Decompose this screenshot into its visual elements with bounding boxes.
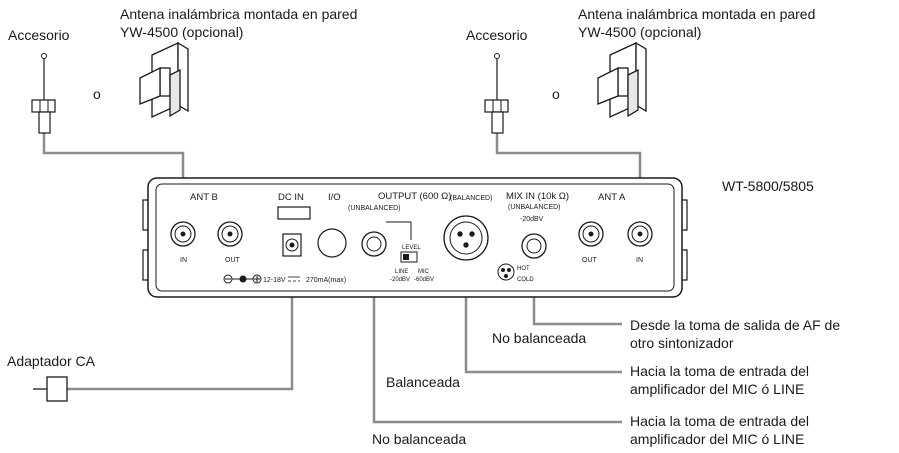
ant-a-out-jack xyxy=(578,221,604,247)
dc-current-label: 270mA(max) xyxy=(306,277,346,284)
ant-b-in-jack xyxy=(170,221,196,247)
unbalanced-left-label: (UNBALANCED) xyxy=(348,205,401,212)
wall-antenna-label-right-2: YW-4500 (opcional) xyxy=(578,24,701,40)
xlr-pinout-icon xyxy=(497,263,515,281)
accessory-label-right: Accesorio xyxy=(466,27,528,43)
mic-level-label: -60dBV xyxy=(414,277,434,283)
ac-adapter-icon xyxy=(33,376,68,402)
or-label-left: o xyxy=(93,86,101,102)
wall-antenna-label-left-1: Antena inalámbrica montada en pared xyxy=(120,6,357,22)
line-level-label: -20dBV xyxy=(390,277,410,283)
io-label: I/O xyxy=(328,192,341,203)
balanced-xlr-jack xyxy=(443,215,489,261)
mix-level-label: -20dBV xyxy=(520,216,544,223)
desde-label-1: Desde la toma de salida de AF de xyxy=(630,317,840,333)
accessory-label-left: Accesorio xyxy=(8,27,70,43)
in-a-label: IN xyxy=(636,257,643,264)
hacia1-label-2: amplificador del MIC ó LINE xyxy=(630,381,804,397)
ant-b-label: ANT B xyxy=(190,192,218,203)
mix-in-jack xyxy=(521,233,547,259)
dc-symbol-icon xyxy=(288,276,300,282)
ac-adapter-label: Adaptador CA xyxy=(7,353,96,369)
unbalanced-right-label: (UNBALANCED) xyxy=(508,204,561,211)
unbalanced-output-cable xyxy=(372,255,622,424)
desde-label-2: otro sintonizador xyxy=(630,335,734,351)
hot-label: HOT xyxy=(517,266,530,272)
line-label: LINE xyxy=(395,269,408,275)
out-b-label: OUT xyxy=(225,257,241,264)
ant-a-in-jack xyxy=(627,221,653,247)
dc-in-jack xyxy=(282,233,302,257)
panel-labels: ANT B DC IN I/O OUTPUT (600 Ω) (UNBALANC… xyxy=(180,191,643,264)
wall-antenna-right-icon xyxy=(597,41,647,119)
dc-in-label: DC IN xyxy=(278,192,304,203)
dc-in-slot xyxy=(277,206,311,220)
wall-antenna-label-left-2: YW-4500 (opcional) xyxy=(120,24,243,40)
balanced-label: (BALANCED) xyxy=(450,195,492,202)
hacia1-label-1: Hacia la toma de entrada del xyxy=(630,363,809,379)
unbalanced-output-jack xyxy=(361,231,387,257)
accessory-antenna-left xyxy=(31,53,56,134)
cold-label: COLD xyxy=(517,277,534,283)
in-b-label: IN xyxy=(180,257,187,264)
accessory-antenna-right xyxy=(484,53,509,134)
mic-label: MIC xyxy=(418,269,430,275)
hacia2-label-2: amplificador del MIC ó LINE xyxy=(630,431,804,447)
out-a-label: OUT xyxy=(582,257,598,264)
balanceada-label: Balanceada xyxy=(386,374,460,390)
dc-spec-label: 12-18V xyxy=(263,277,286,284)
mix-in-label: MIX IN (10k Ω) xyxy=(506,191,569,202)
level-switch xyxy=(386,221,418,263)
no-balanceada-bottom-label: No balanceada xyxy=(372,431,466,447)
dc-polarity-icon xyxy=(223,274,262,284)
ant-a-label: ANT A xyxy=(598,192,626,203)
level-label: LEVEL xyxy=(402,245,421,251)
hacia2-label-1: Hacia la toma de entrada del xyxy=(630,413,809,429)
ant-b-out-jack xyxy=(217,221,243,247)
wall-antenna-label-right-1: Antena inalámbrica montada en pared xyxy=(578,6,815,22)
no-balanceada-mid-label: No balanceada xyxy=(492,330,586,346)
or-label-right: o xyxy=(552,86,560,102)
output-label: OUTPUT (600 Ω) xyxy=(378,191,451,202)
model-label: WT-5800/5805 xyxy=(722,178,814,194)
wall-antenna-left-icon xyxy=(139,41,189,119)
io-blank-plate xyxy=(317,228,347,258)
